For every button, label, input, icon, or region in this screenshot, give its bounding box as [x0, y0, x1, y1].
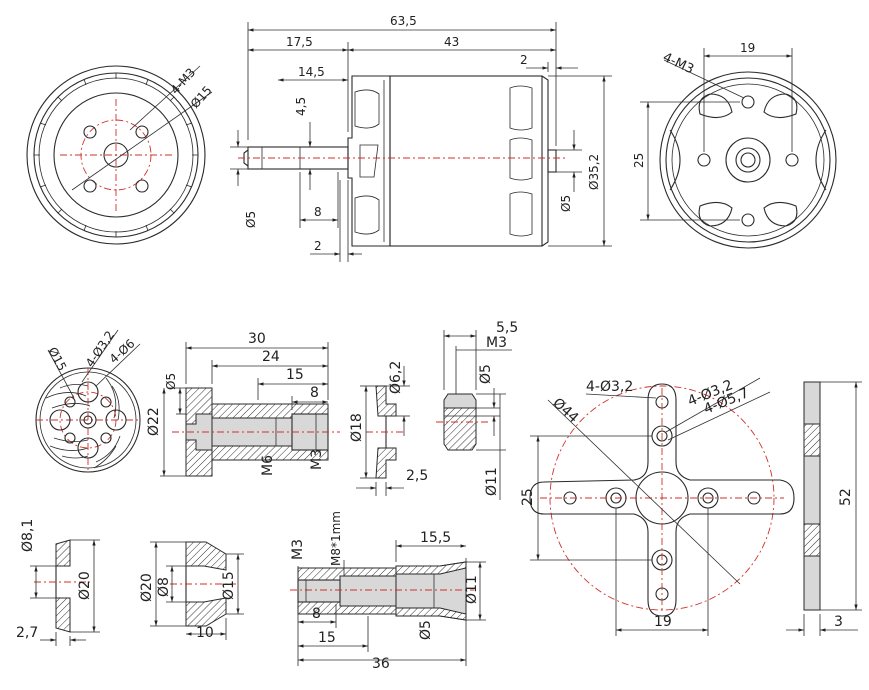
motor-collar: 2	[314, 239, 322, 253]
nut-thread: M3	[486, 335, 507, 351]
motor-body-dia: Ø35,2	[587, 154, 601, 190]
motor-shaft-dia-front: Ø5	[244, 211, 258, 228]
motor-rear-shaft: 2	[520, 53, 528, 67]
x-mount-thickness: 3	[834, 614, 843, 630]
x-mount-front: Ø44 4-Ø3,2 4-Ø3,2 4-Ø5,7 25 19	[520, 377, 795, 636]
shaft-tip-dia: Ø11	[464, 575, 480, 604]
collet-small-end: Ø15	[221, 571, 237, 600]
motor-side-view: 63,5 17,5 43 2 14,5 4,5 8 2 Ø5	[230, 14, 612, 262]
cone-washer: Ø6,2 Ø18 2,5	[349, 361, 428, 496]
x-mount-spacing-h: 19	[654, 614, 672, 630]
nut-height: 5,5	[496, 320, 518, 336]
adapter-flange-width: Ø5	[164, 373, 178, 390]
prop-adapter-front: Ø15 4-Ø3,2 4-Ø6	[35, 328, 141, 473]
adapter-flange-dia: Ø22	[146, 407, 162, 436]
motor-front-holes-label: 4-M3	[168, 65, 198, 97]
x-mount-small-holes: 4-Ø3,2	[586, 379, 633, 395]
rear-spacing-h: 19	[740, 41, 755, 55]
adapter-set-screw: M3	[309, 449, 325, 470]
adapter-thread: M6	[260, 455, 276, 476]
x-mount-height: 52	[838, 488, 854, 506]
motor-front-bolt-circle-label: Ø15	[188, 83, 215, 111]
adapter-thread-length: 15	[286, 367, 304, 383]
shaft-bore-depth: 8	[312, 606, 321, 622]
washer-thickness: 2,7	[16, 625, 38, 641]
nut: 5,5 M3 Ø5 Ø11	[436, 320, 518, 500]
shaft-spec: M8*1mm	[329, 511, 343, 566]
prop-adapter-side: 30 24 15 8 Ø5 Ø22 M6 M3	[146, 331, 340, 477]
adapter-bolt-circle: Ø15	[45, 345, 69, 373]
nut-outer: Ø11	[484, 467, 500, 496]
collet-cone: Ø20 Ø8 Ø15 10	[139, 541, 244, 641]
x-mount-circle: Ø44	[549, 395, 581, 426]
motor-rear-view: 19 25 4-M3	[632, 41, 837, 249]
x-mount-spacing-v: 25	[520, 488, 536, 506]
washer-outer: Ø20	[77, 571, 93, 600]
cone-thickness: 2,5	[406, 468, 428, 484]
motor-shaft-dia-rear: Ø5	[559, 195, 573, 212]
motor-shaft-flat: 4,5	[294, 97, 308, 116]
motor-front-view: 4-M3 Ø15	[26, 65, 215, 245]
motor-shaft-stub: 14,5	[298, 65, 325, 79]
shaft-bore: Ø5	[418, 620, 434, 640]
cone-inner-dia: Ø6,2	[388, 361, 404, 394]
x-mount-side: 52 3	[786, 381, 862, 636]
motor-front-to-can: 17,5	[286, 35, 313, 49]
washer: Ø8,1 Ø20 2,7	[16, 519, 100, 646]
adapter-bore-length: 8	[310, 385, 319, 401]
rear-holes-label: 4-M3	[660, 50, 696, 77]
adapter-shaft-length: 24	[262, 349, 280, 365]
motor-can-length: 43	[444, 35, 459, 49]
shaft-thread-depth: 15	[318, 630, 336, 646]
shaft-length: 36	[372, 656, 390, 672]
collet-inner: Ø8	[156, 577, 172, 597]
rear-spacing-v: 25	[632, 153, 646, 168]
motor-overall-length: 63,5	[390, 14, 417, 28]
adapter-length: 30	[248, 331, 266, 347]
nut-bore: Ø5	[478, 364, 494, 384]
motor-flat-length: 8	[314, 205, 322, 219]
adapter-small-holes: 4-Ø3,2	[83, 328, 117, 369]
collet-length: 10	[196, 625, 214, 641]
collet-outer: Ø20	[139, 573, 155, 602]
shaft-tip-length: 15,5	[420, 530, 451, 546]
cone-outer-dia: Ø18	[349, 413, 365, 442]
washer-inner: Ø8,1	[20, 519, 36, 552]
shaft-thread-label: M3	[290, 539, 306, 560]
prop-shaft: 36 15 8 15,5 Ø11 Ø5 M3 M8*1mm	[290, 511, 486, 672]
